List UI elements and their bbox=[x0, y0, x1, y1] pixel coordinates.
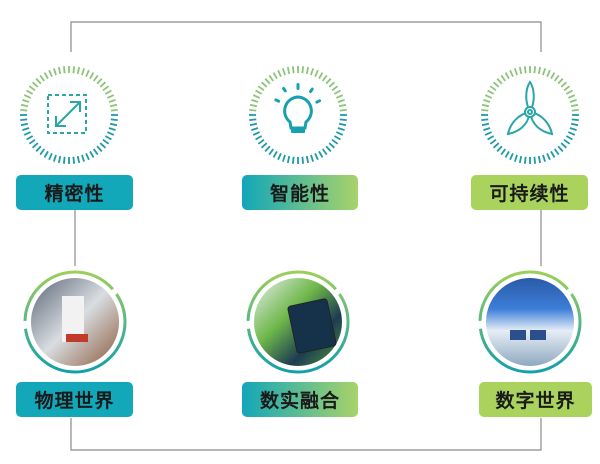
label-sustainability: 可持续性 bbox=[471, 175, 588, 210]
label-intelligence: 智能性 bbox=[242, 175, 358, 210]
label-digital-world: 数字世界 bbox=[479, 382, 592, 417]
horizontal-connectors bbox=[138, 114, 458, 323]
frame-connector-lines bbox=[70, 21, 542, 451]
tick-dial-ring bbox=[249, 66, 347, 164]
tick-dial-ring bbox=[481, 66, 579, 164]
digital-exhibition-photo bbox=[478, 270, 582, 374]
tick-dial-ring bbox=[20, 66, 118, 164]
label-digital-real-fusion: 数实融合 bbox=[242, 382, 358, 417]
resize-arrow-icon bbox=[47, 94, 87, 134]
factory-machinery-photo bbox=[23, 270, 127, 374]
tablet-digital-twin-photo bbox=[246, 270, 350, 374]
lightbulb-icon bbox=[274, 83, 322, 133]
label-precision: 精密性 bbox=[16, 175, 133, 210]
label-physical-world: 物理世界 bbox=[16, 382, 133, 417]
wind-turbine-icon bbox=[506, 80, 554, 136]
